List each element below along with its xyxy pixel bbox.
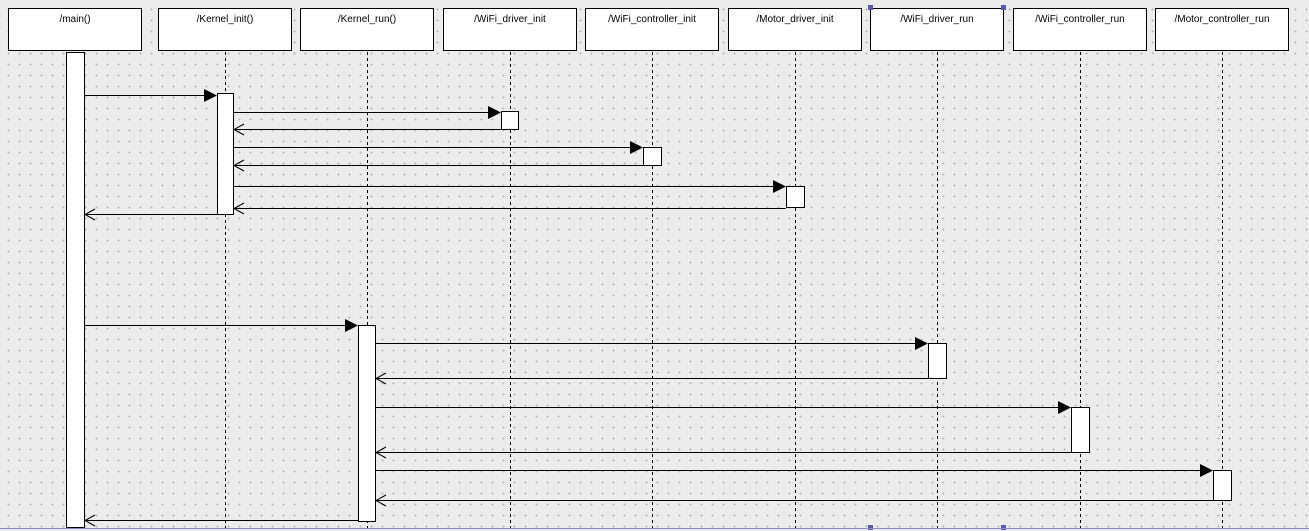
lifeline-wifi-controller-run[interactable]: /WiFi_controller_run [1013,8,1147,51]
arrowhead-call-icon [915,337,928,350]
selection-handle[interactable] [1001,525,1006,530]
activation-wifi-driver-init[interactable] [501,111,519,130]
lifeline-wifi-controller-init[interactable]: /WiFi_controller_init [585,8,719,51]
lifeline-motor-controller-run[interactable]: /Motor_controller_run [1155,8,1289,51]
arrowhead-return-icon [232,202,245,215]
arrowhead-return-icon [374,494,387,507]
arrowhead-return-icon [83,208,96,221]
activation-wifi-driver-run[interactable] [928,343,947,379]
activation-motor-driver-init[interactable] [786,186,805,208]
arrowhead-return-icon [83,514,96,527]
lifeline-motor-driver-init[interactable]: /Motor_driver_init [728,8,862,51]
activation-kernel-run[interactable] [358,325,376,522]
arrowhead-return-icon [232,123,245,136]
activation-wifi-controller-init[interactable] [643,147,662,166]
activation-motor-controller-run[interactable] [1213,470,1232,501]
selection-handle[interactable] [1001,5,1006,10]
activation-wifi-controller-run[interactable] [1071,407,1090,453]
selection-handle[interactable] [868,5,873,10]
arrowhead-return-icon [232,159,245,172]
lifeline-kernel-init[interactable]: /Kernel_init() [158,8,292,51]
lifeline-wifi-driver-init[interactable]: /WiFi_driver_init [443,8,577,51]
activation-main[interactable] [66,52,85,528]
arrowhead-return-icon [374,372,387,385]
arrowhead-call-icon [1058,401,1071,414]
selection-handle[interactable] [868,525,873,530]
lifeline-kernel-run[interactable]: /Kernel_run() [300,8,434,51]
arrowhead-call-icon [773,180,786,193]
arrowhead-return-icon [374,446,387,459]
arrowhead-call-icon [204,89,217,102]
canvas-bottom-border [0,528,1309,529]
lifeline-main[interactable]: /main() [8,8,142,51]
arrowhead-call-icon [488,106,501,119]
lifeline-wifi-driver-run[interactable]: /WiFi_driver_run [870,8,1004,51]
arrowhead-call-icon [345,319,358,332]
arrowhead-call-icon [1200,464,1213,477]
activation-kernel-init[interactable] [217,93,234,215]
arrowhead-call-icon [630,141,643,154]
